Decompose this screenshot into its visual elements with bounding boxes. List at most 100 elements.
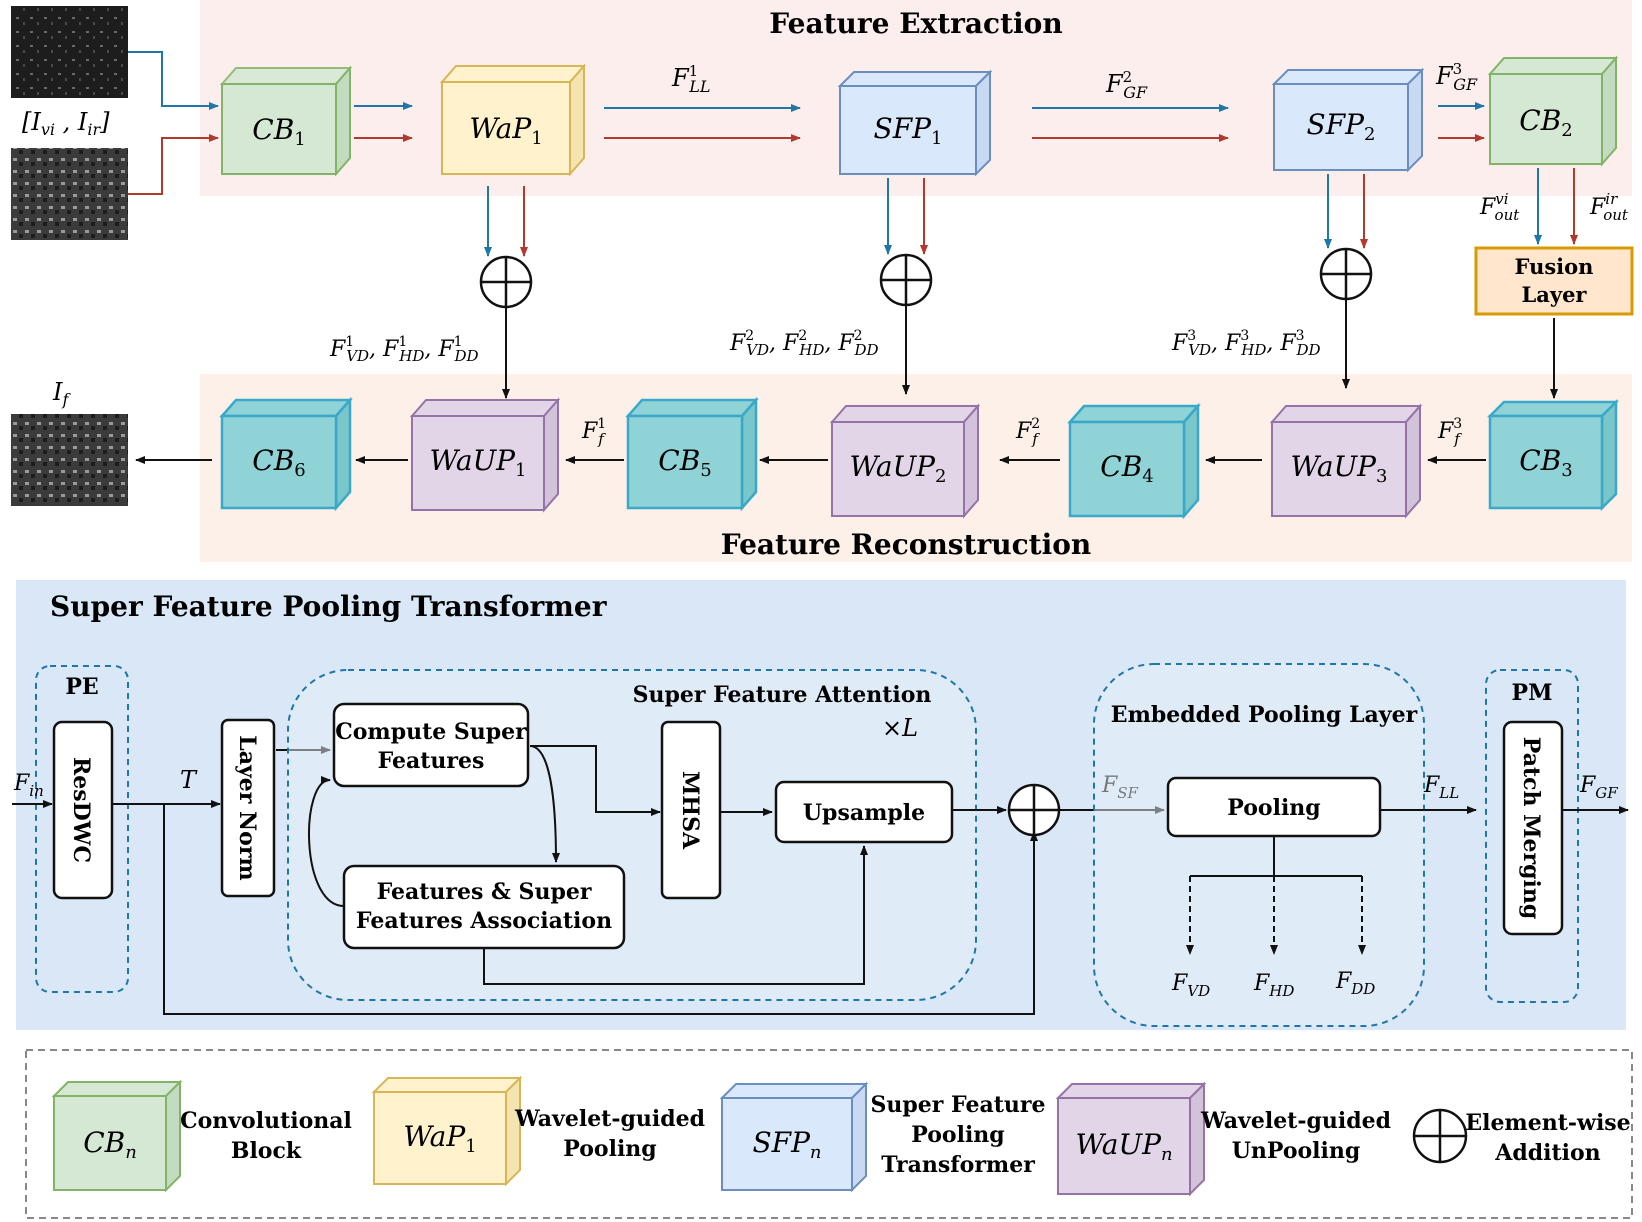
svg-text:Fusion: Fusion [1515, 254, 1594, 279]
svg-text:WaUPn: WaUPn [1075, 1128, 1172, 1165]
svg-text:Features: Features [378, 748, 485, 774]
svg-text:Patch Merging: Patch Merging [1518, 737, 1544, 919]
svg-text:CB1: CB1 [252, 113, 305, 150]
svg-text:WaP1: WaP1 [403, 1120, 476, 1157]
cb1-block: CB1 [219, 65, 353, 177]
pm-label: PM [1512, 680, 1553, 706]
pooling-block: Pooling [1166, 776, 1382, 838]
svg-text:CB4: CB4 [1100, 450, 1153, 487]
legend-waup: WaUPn Wavelet-guided UnPooling [1055, 1081, 1391, 1197]
add-circle-1 [479, 255, 533, 309]
times-l-label: ×L [882, 714, 918, 742]
f-in-label: Fin [13, 771, 44, 800]
svg-text:CBn: CBn [83, 1126, 137, 1163]
svg-text:Pooling: Pooling [1227, 795, 1320, 821]
sfp2-block: SFP2 [1271, 67, 1425, 173]
svg-text:Features Association: Features Association [356, 908, 612, 934]
waup1-block: WaUP1 [409, 397, 561, 513]
svg-text:Features & Super: Features & Super [377, 879, 592, 905]
fused-output-label: If [52, 378, 71, 409]
svg-text:WaP1: WaP1 [469, 112, 542, 149]
feature-extraction-title: Feature Extraction [769, 7, 1062, 40]
f-vd-label: FVD [1171, 971, 1210, 1000]
cb6-block: CB6 [219, 396, 353, 512]
layer-norm-block: Layer Norm [220, 718, 276, 898]
association-loop-arrow [308, 776, 345, 907]
svg-text:SFP1: SFP1 [874, 112, 943, 149]
svg-text:WaUP2: WaUP2 [850, 450, 947, 487]
t-label: T [180, 766, 198, 794]
svg-text:WaUP1: WaUP1 [430, 444, 527, 481]
cb5-block: CB5 [625, 396, 759, 512]
svg-text:Pooling: Pooling [563, 1136, 656, 1162]
svg-text:CB6: CB6 [252, 444, 305, 481]
legend-wap: WaP1 Wavelet-guided Pooling [371, 1075, 705, 1187]
legend-cb: CBn Convolutional Block [51, 1079, 352, 1193]
mhsa-block: MHSA [660, 720, 722, 900]
association-block: Features & Super Features Association [342, 864, 626, 950]
legend-sfp: SFPn Super Feature Pooling Transformer [719, 1081, 1046, 1193]
svg-text:CB2: CB2 [1519, 104, 1572, 141]
infrared-input-arrow [128, 134, 219, 195]
svg-text:Addition: Addition [1494, 1140, 1600, 1166]
visible-input-arrow [128, 51, 219, 110]
svg-text:Layer: Layer [1522, 282, 1588, 307]
svg-text:Pooling: Pooling [911, 1122, 1004, 1148]
svg-text:CB5: CB5 [658, 444, 711, 481]
svg-text:Transformer: Transformer [881, 1152, 1035, 1178]
association-to-upsample-arrow [483, 845, 868, 985]
svg-text:MHSA: MHSA [677, 771, 703, 850]
embedded-pooling-region [1093, 663, 1425, 1027]
upsample-block: Upsample [774, 780, 954, 844]
svg-text:Convolutional: Convolutional [180, 1108, 352, 1134]
svg-text:WaUP3: WaUP3 [1291, 450, 1388, 487]
svg-text:CB3: CB3 [1519, 444, 1572, 481]
pm-region [1485, 669, 1579, 1003]
compute-super-features-block: Compute Super Features [332, 702, 530, 788]
svg-text:Element-wise: Element-wise [1465, 1110, 1630, 1136]
cb3-block: CB3 [1486, 398, 1620, 512]
sfpt-title: Super Feature Pooling Transformer [50, 590, 608, 623]
f-hd-label: FHD [1253, 971, 1294, 1000]
svg-text:Upsample: Upsample [803, 800, 925, 826]
legend-addition: Element-wise Addition [1412, 1108, 1631, 1166]
residual-skip-path [163, 804, 1038, 1015]
f-gf-label: FGF [1579, 773, 1618, 802]
cb2-block: CB2 [1487, 55, 1619, 167]
waup3-block: WaUP3 [1269, 403, 1423, 519]
fusion-layer-block: Fusion Layer [1474, 246, 1634, 316]
svg-text:ResDWC: ResDWC [68, 757, 94, 863]
epl-title: Embedded Pooling Layer [1111, 702, 1418, 728]
resdwc-block: ResDWC [52, 720, 114, 900]
svg-text:UnPooling: UnPooling [1232, 1138, 1361, 1164]
f-ll-label: FLL [1423, 773, 1459, 802]
sfp1-block: SFP1 [837, 69, 993, 177]
compute-to-mhsa-arrow [530, 745, 661, 816]
waup2-block: WaUP2 [829, 403, 981, 519]
svg-text:Layer Norm: Layer Norm [234, 735, 260, 880]
cb4-block: CB4 [1067, 402, 1201, 520]
patch-merging-block: Patch Merging [1502, 720, 1564, 936]
svg-text:Compute Super: Compute Super [335, 719, 527, 745]
visible-input-image [11, 6, 128, 98]
svg-text:SFPn: SFPn [752, 1126, 821, 1163]
svg-text:Super Feature: Super Feature [871, 1092, 1046, 1118]
infrared-input-image [11, 148, 128, 240]
f-dd-label: FDD [1335, 969, 1375, 998]
svg-text:SFP2: SFP2 [1307, 108, 1376, 145]
fused-output-image [11, 414, 128, 506]
pe-region [35, 665, 129, 993]
svg-text:Wavelet-guided: Wavelet-guided [1200, 1108, 1391, 1134]
pe-label: PE [65, 674, 98, 700]
